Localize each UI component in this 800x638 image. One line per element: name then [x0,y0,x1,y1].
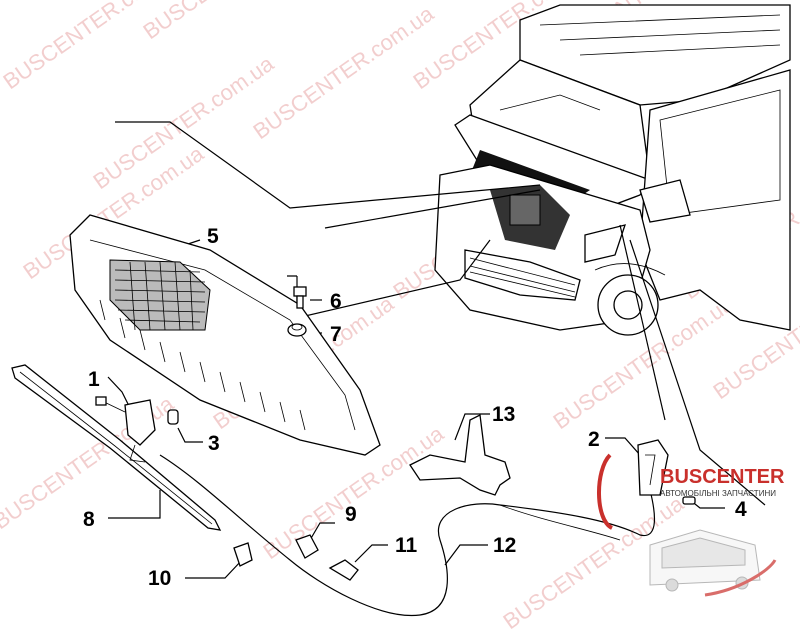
part-10-clip [233,542,253,567]
release-cable-sheath [499,504,621,541]
part-11-clip [328,559,359,581]
leader-10 [185,559,243,579]
seal-strip-groove [19,371,213,525]
callout-10: 10 [148,567,171,590]
part-5-grille-panel [69,214,381,456]
grille-mesh [109,259,211,331]
bus-logo-window [661,537,746,569]
part-1-hood-latch [95,396,156,463]
part-9-clip [295,534,319,559]
callout-2: 2 [588,428,600,451]
leader-grille-to-van-2 [324,189,541,229]
leader-9 [309,522,335,541]
leader-2 [605,437,641,456]
logo-name: BUSCENTER [660,466,785,488]
grille-panel-tabs [99,299,306,431]
headlight [584,224,626,263]
callout-4: 4 [735,498,747,521]
callout-12: 12 [493,534,516,557]
handle-grip [645,454,656,486]
logo-tagline: АВТОМОБІЛЬНІ ЗАПЧАСТИНИ [660,489,776,498]
part-3-plug [167,409,179,425]
clip-10-body [233,542,253,567]
part-2-release-handle [637,439,669,496]
callout-numbers: 1 2 3 4 5 6 7 8 9 10 11 12 13 [83,225,747,590]
grille-slats [469,257,576,298]
engine-block [509,194,541,226]
callout-13: 13 [492,403,515,426]
callout-8: 8 [83,508,95,531]
release-cable-to-latch [499,489,656,537]
callout-9: 9 [345,503,357,526]
part-6-bolt [293,286,307,309]
clip-hole [291,323,303,331]
van-illustration [434,4,791,336]
part-8-seal-strip [11,364,222,531]
leader-13 [454,413,490,441]
front-hub [613,290,643,320]
leader-3 [177,427,203,443]
buscenter-logo: BUSCENTER АВТОМОБІЛЬНІ ЗАПЧАСТИНИ [597,453,785,530]
part-13-bracket [409,414,511,496]
release-cable-main [159,454,501,617]
part-12-release-cable [159,454,656,617]
clip-9-body [295,534,319,559]
leader-hood-to-cable-end [629,239,766,506]
part-4-cable-end [682,496,696,505]
latch-connector [95,396,107,406]
clip-11-body [328,559,359,581]
cable-end-body [682,496,696,505]
watermark-2: BUSCENTER.com.ua [139,0,329,44]
latch-body [124,399,156,446]
leader-hood-to-latch [619,224,666,421]
callout-6: 6 [330,290,342,313]
leader-11 [354,544,388,563]
bolt-shank [296,295,304,309]
leader-1 [107,376,131,409]
grille-mesh-lines [114,261,206,331]
bus-logo-wheel-1 [665,578,679,592]
grille-panel-inner-edge [89,239,356,431]
side-mirror [639,179,691,223]
leader-12 [444,544,488,566]
leader-lines [107,121,766,579]
callout-11: 11 [395,534,418,557]
logo-swoosh [597,453,614,530]
bracket-body [409,414,511,496]
leader-grille-to-van [115,121,541,209]
bolt-head [293,286,307,297]
bus-logo-small [649,529,777,597]
callout-3: 3 [208,432,220,455]
part-7-clip [287,323,307,337]
callout-1: 1 [88,368,100,391]
mirror-mount [499,94,601,111]
bus-logo-swoosh [704,559,777,597]
roof-rails [539,14,781,56]
callout-7: 7 [330,323,342,346]
leader-8 [108,490,161,519]
callout-5: 5 [207,225,219,248]
plug-body [167,409,179,425]
front-grille [464,249,581,301]
leader-grille-to-van-3 [244,239,491,331]
